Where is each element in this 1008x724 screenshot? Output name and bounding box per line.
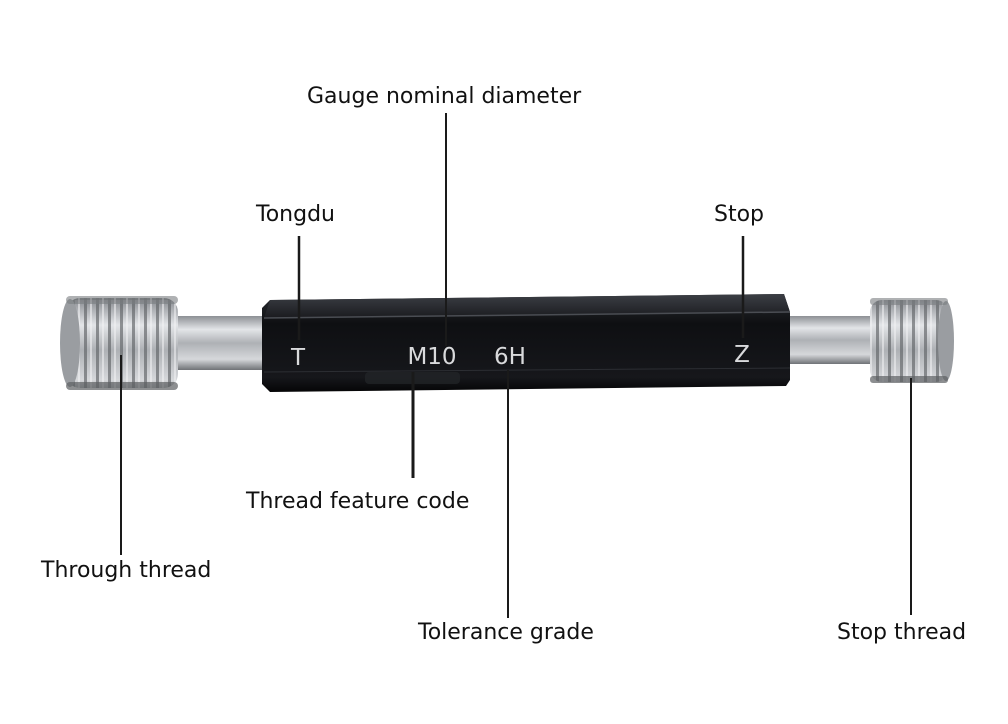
label-tolerance-grade: Tolerance grade: [418, 620, 594, 645]
right-stem: [780, 316, 878, 364]
mark-size-code: M10: [407, 344, 456, 370]
label-stop: Stop: [714, 202, 765, 227]
stop-thread-plug: [870, 298, 954, 383]
label-thread-feature-code: Thread feature code: [246, 489, 470, 514]
label-through-thread: Through thread: [41, 558, 212, 583]
through-thread-plug: [60, 296, 178, 390]
label-nominal-diameter: Gauge nominal diameter: [307, 84, 582, 109]
mark-tolerance-code: 6H: [494, 344, 526, 370]
mark-t: T: [290, 345, 306, 371]
mark-z: Z: [734, 342, 750, 368]
label-tongdu: Tongdu: [256, 202, 335, 227]
left-stem: [170, 316, 268, 370]
gauge-handle-body: [262, 294, 791, 392]
label-stop-thread: Stop thread: [837, 620, 967, 645]
